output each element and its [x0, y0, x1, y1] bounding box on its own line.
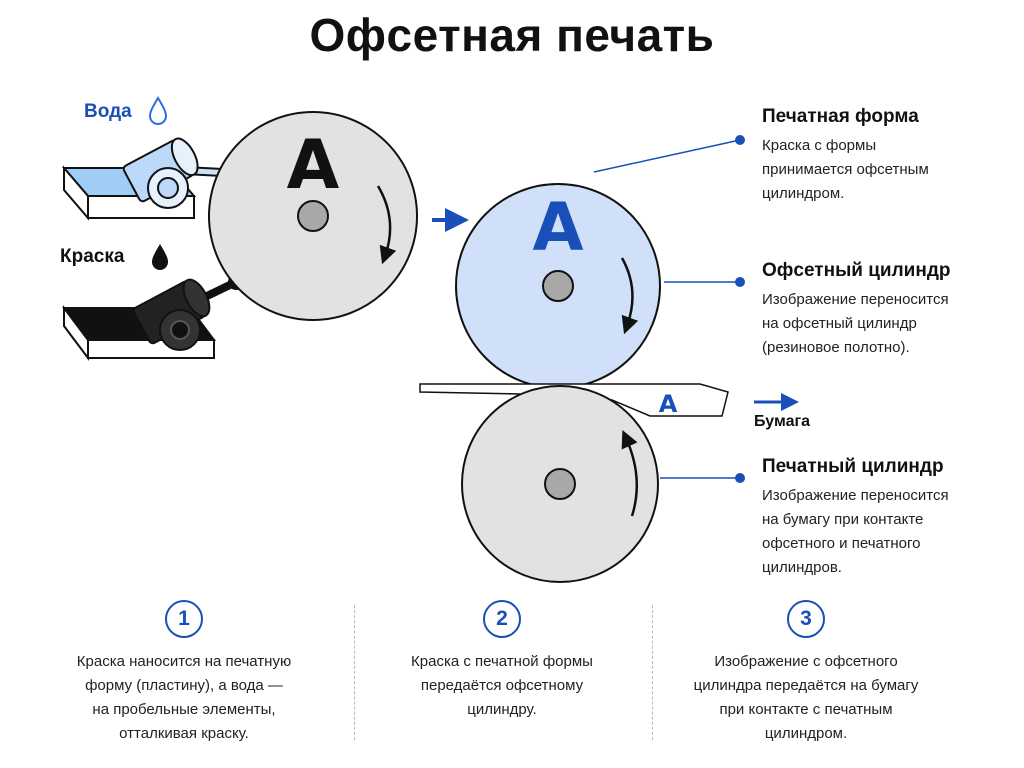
water-drop-icon: [148, 96, 168, 125]
callout-leaders: [593, 135, 745, 483]
ink-drop-icon: [152, 244, 168, 270]
step-3: 3 Изображение с офсетного цилиндра перед…: [656, 600, 956, 746]
callout-offset-title: Офсетный цилиндр: [762, 260, 951, 281]
plate-cylinder-axle: [297, 200, 329, 232]
plate-rotation-arrow: [376, 185, 397, 265]
callout-impression-text: Изображение переносится на бумагу при ко…: [762, 487, 949, 576]
step-3-text: Изображение с офсетного цилиндра передаё…: [693, 653, 919, 742]
impression-cylinder: [461, 385, 659, 583]
paper-printed-letter: A: [659, 390, 678, 418]
plate-cylinder: A: [208, 111, 418, 321]
callout-impression: Печатный цилиндр Изображение переносится…: [762, 456, 1012, 580]
step-1: 1 Краска наносится на печатную форму (пл…: [34, 600, 334, 746]
callout-offset: Офсетный цилиндр Изображение переносится…: [762, 260, 1012, 360]
callout-offset-text: Изображение переносится на офсетный цили…: [762, 291, 949, 356]
step-1-number: 1: [165, 600, 203, 638]
step-divider-1: [354, 605, 355, 740]
callout-impression-title: Печатный цилиндр: [762, 456, 944, 477]
step-2-number: 2: [483, 600, 521, 638]
offset-cylinder: A: [455, 183, 661, 389]
callout-plate: Печатная форма Краска с формы принимаетс…: [762, 106, 1012, 206]
offset-cylinder-letter: A: [532, 189, 583, 266]
callout-plate-text: Краска с формы принимается офсетным цили…: [762, 137, 929, 202]
step-1-text: Краска наносится на печатную форму (плас…: [76, 653, 292, 742]
step-2-text: Краска с печатной формы передаётся офсет…: [411, 653, 593, 718]
step-2: 2 Краска с печатной формы передаётся офс…: [352, 600, 652, 722]
offset-rotation-arrow: [620, 257, 639, 335]
impression-cylinder-axle: [544, 468, 576, 500]
page-title: Офсетная печать: [309, 9, 715, 61]
ink-label: Краска: [60, 246, 125, 267]
step-divider-2: [652, 605, 653, 740]
callout-plate-title: Печатная форма: [762, 106, 919, 127]
plate-cylinder-letter: A: [287, 126, 340, 205]
paper-label: Бумага: [754, 413, 811, 430]
water-label: Вода: [84, 101, 132, 122]
ink-roller-assembly: [62, 274, 244, 361]
impression-rotation-arrow: [621, 430, 639, 517]
step-3-number: 3: [787, 600, 825, 638]
offset-cylinder-axle: [542, 270, 574, 302]
paper-sheet: A: [419, 383, 729, 418]
